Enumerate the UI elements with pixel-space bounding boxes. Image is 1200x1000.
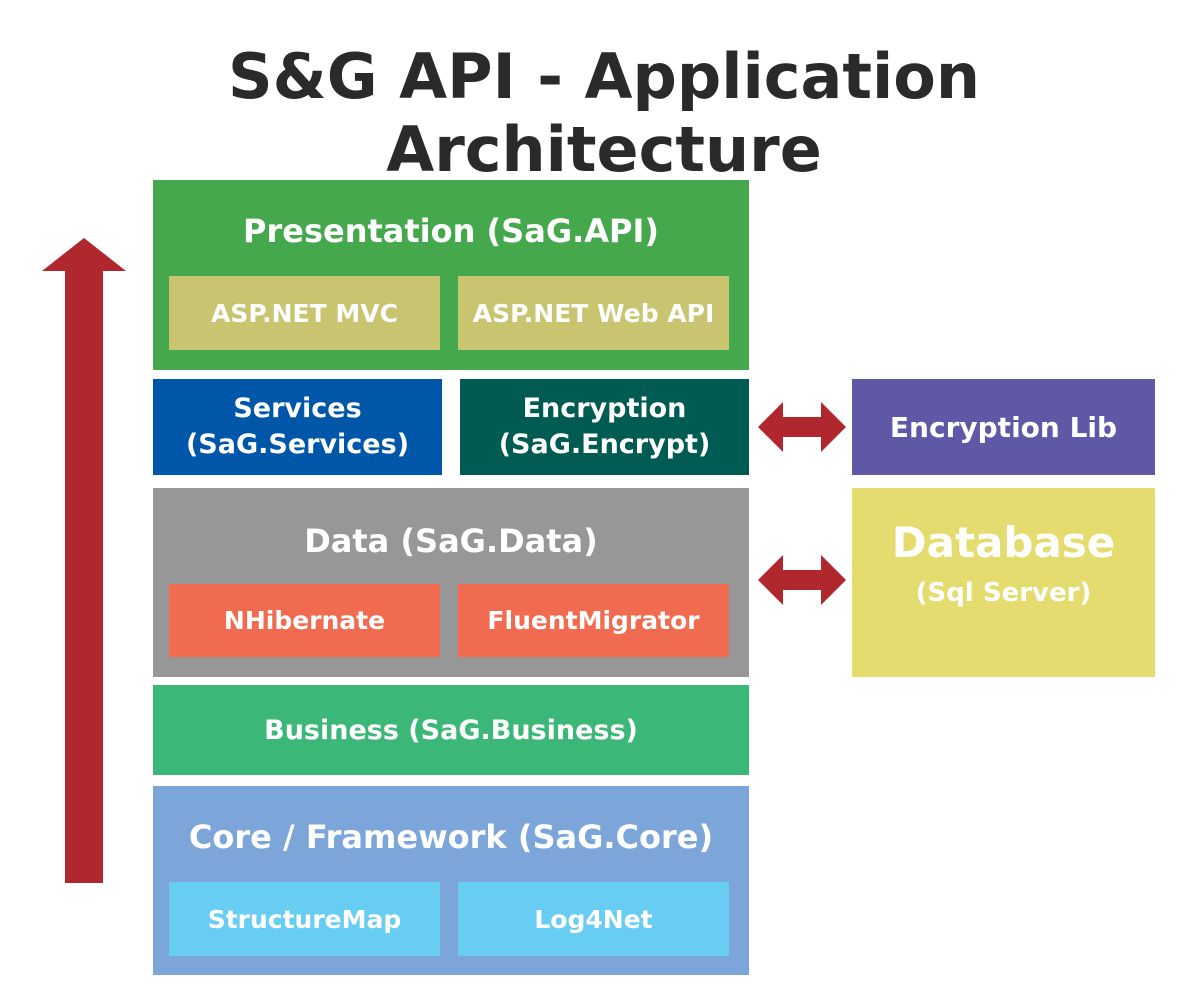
data-layer: Data (SaG.Data) NHibernate FluentMigrato… bbox=[153, 488, 749, 677]
nhibernate-box: NHibernate bbox=[169, 584, 440, 657]
encryption-lib-box: Encryption Lib bbox=[852, 379, 1155, 475]
data-layer-title: Data (SaG.Data) bbox=[304, 522, 598, 560]
services-layer: Services (SaG.Services) bbox=[153, 379, 442, 475]
structuremap-box: StructureMap bbox=[169, 882, 440, 956]
aspnet-mvc-box: ASP.NET MVC bbox=[169, 276, 440, 350]
database-title: Database bbox=[891, 518, 1116, 567]
services-label: Services bbox=[233, 393, 362, 424]
presentation-layer: Presentation (SaG.API) ASP.NET MVC ASP.N… bbox=[153, 180, 749, 370]
aspnet-webapi-box: ASP.NET Web API bbox=[458, 276, 729, 350]
presentation-layer-title: Presentation (SaG.API) bbox=[243, 212, 659, 250]
encryption-double-arrow-icon bbox=[758, 402, 846, 452]
services-namespace: (SaG.Services) bbox=[185, 429, 410, 460]
encryption-lib-label: Encryption Lib bbox=[889, 410, 1118, 444]
database-double-arrow-icon bbox=[758, 555, 846, 605]
encryption-label: Encryption bbox=[522, 393, 687, 424]
fluentmigrator-box: FluentMigrator bbox=[458, 584, 729, 657]
encryption-namespace: (SaG.Encrypt) bbox=[498, 429, 711, 460]
business-layer: Business (SaG.Business) bbox=[153, 685, 749, 775]
upward-flow-arrow-icon bbox=[42, 238, 126, 883]
core-layer: Core / Framework (SaG.Core) StructureMap… bbox=[153, 786, 749, 975]
encryption-layer: Encryption (SaG.Encrypt) bbox=[460, 379, 749, 475]
database-box: Database (Sql Server) bbox=[852, 488, 1155, 677]
page-title: S&G API - Application Architecture bbox=[227, 40, 981, 186]
database-subtitle: (Sql Server) bbox=[915, 578, 1092, 608]
business-layer-title: Business (SaG.Business) bbox=[264, 714, 638, 746]
core-layer-title: Core / Framework (SaG.Core) bbox=[188, 818, 714, 856]
log4net-box: Log4Net bbox=[458, 882, 729, 956]
